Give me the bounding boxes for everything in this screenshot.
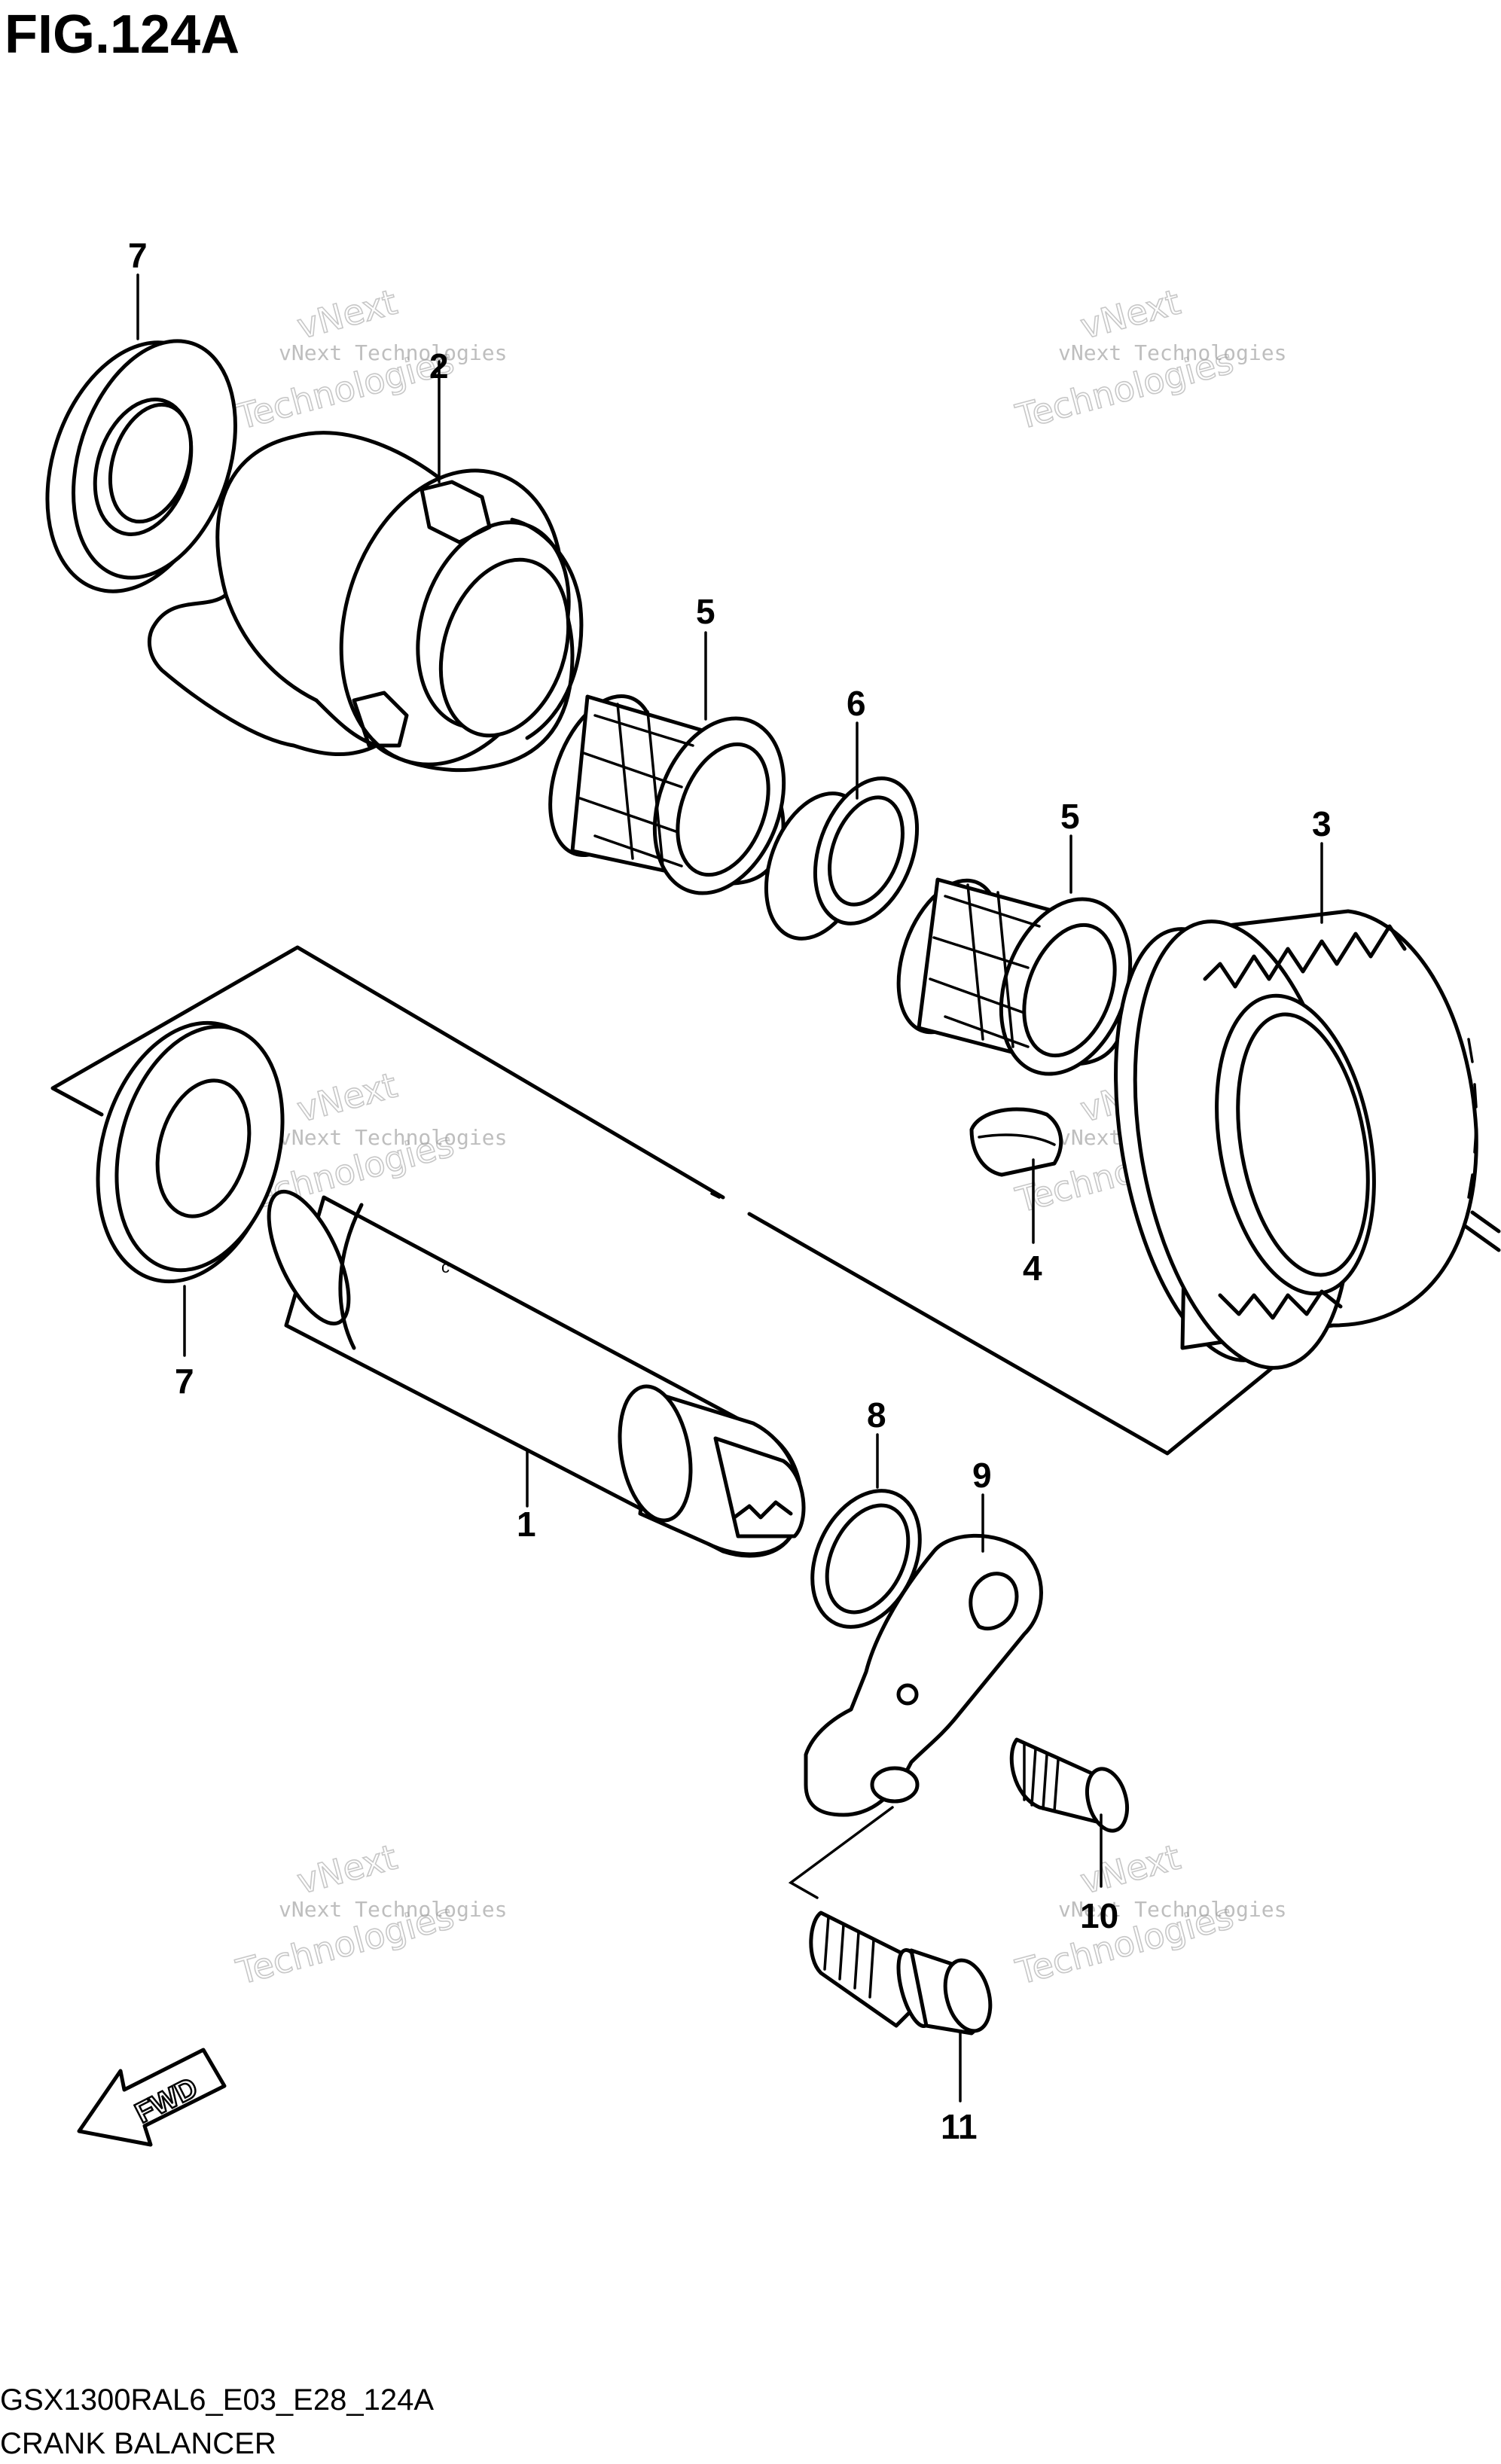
boundary-gap [710, 1192, 721, 1199]
svg-text:vNext: vNext [1076, 1837, 1185, 1902]
svg-text:vNext: vNext [293, 282, 401, 347]
callout-10: 10 [1080, 1896, 1118, 1935]
balancer-lever [804, 1533, 1043, 1817]
svg-text:vNext Technologies: vNext Technologies [279, 1897, 507, 1922]
leader-lines [136, 273, 1323, 2103]
callout-6: 6 [847, 684, 866, 723]
needle-bearing-lower [896, 877, 1133, 1076]
callout-5-upper: 5 [696, 592, 715, 631]
svg-text:vNext Technologies: vNext Technologies [1058, 340, 1286, 365]
callout-3: 3 [1312, 804, 1332, 843]
figure-name: CRANK BALANCER [0, 2427, 276, 2460]
assembly-boundary [50, 945, 1501, 1456]
watermark-bottom-right: vNext Technologies vNext Technologies [1011, 1836, 1286, 1993]
woodruff-key [969, 1107, 1063, 1177]
balancer-weight [147, 431, 584, 773]
svg-text:vNext: vNext [1076, 282, 1185, 347]
callout-7-upper: 7 [128, 236, 148, 275]
balancer-shaft: c [267, 1189, 806, 1558]
svg-text:vNext: vNext [293, 1837, 401, 1902]
watermark-top-right: vNext Technologies vNext Technologies [1011, 281, 1286, 438]
svg-text:vNext: vNext [293, 1065, 401, 1130]
fwd-arrow-icon: FWD [77, 2048, 227, 2147]
callout-11: 11 [941, 2107, 978, 2146]
callout-5-lower: 5 [1060, 797, 1080, 836]
oil-seal-lower [96, 1020, 285, 1284]
callout-7-lower: 7 [175, 1362, 194, 1401]
callout-4: 4 [1023, 1249, 1042, 1288]
svg-text:vNext Technologies: vNext Technologies [279, 1125, 507, 1150]
bolt-flange [809, 1911, 993, 2036]
watermark-top-left: vNext Technologies vNext Technologies [231, 281, 507, 438]
callout-9: 9 [972, 1456, 992, 1495]
svg-text:c: c [441, 1258, 450, 1276]
svg-text:vNext Technologies: vNext Technologies [1058, 1897, 1286, 1922]
balancer-gear [1114, 909, 1478, 1370]
washer [810, 1489, 922, 1629]
needle-bearing-upper [548, 694, 786, 895]
callout-2: 2 [429, 346, 449, 386]
spacer-ring [764, 776, 920, 941]
figure-code: GSX1300RAL6_E03_E28_124A [0, 2383, 434, 2417]
svg-text:vNext Technologies: vNext Technologies [279, 340, 507, 365]
callout-8: 8 [867, 1395, 886, 1435]
callout-1: 1 [517, 1505, 536, 1544]
bolt-short [1009, 1737, 1129, 1833]
oil-seal-upper [45, 339, 237, 593]
figure-title: FIG.124A [5, 5, 239, 65]
watermark-bottom-left: vNext Technologies vNext Technologies [231, 1836, 507, 1993]
